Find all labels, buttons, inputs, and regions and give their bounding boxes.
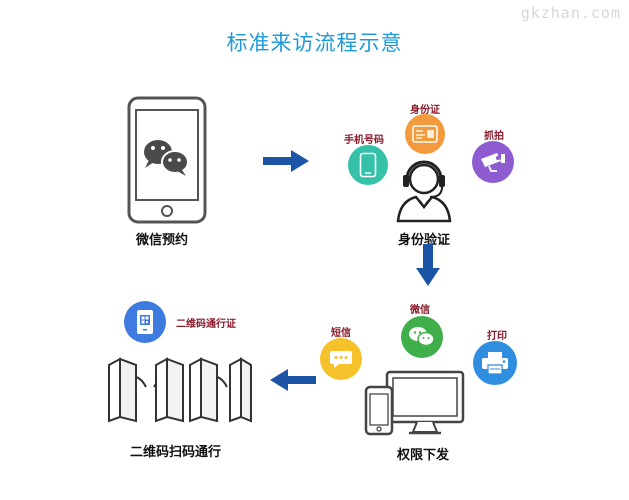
method-phone-number	[348, 145, 388, 185]
method-sms	[320, 338, 362, 380]
id-card-icon	[412, 125, 438, 143]
method-label-phone-number: 手机号码	[344, 135, 384, 146]
wechat-icon	[409, 327, 435, 347]
watermark: gkzhan.com	[520, 4, 621, 22]
turnstile-gates-icon	[106, 357, 252, 423]
identity-verification-label: 身份验证	[398, 233, 451, 248]
agent-headset-icon	[394, 155, 454, 223]
qr-credential	[124, 301, 166, 343]
phone-icon	[359, 152, 377, 178]
method-label-id-card: 身份证	[410, 105, 440, 116]
arrow-right-icon	[263, 150, 309, 172]
method-wechat	[401, 316, 443, 358]
page-title: 标准来访流程示意	[226, 31, 403, 55]
method-print	[473, 341, 517, 385]
sms-icon	[330, 351, 352, 368]
qr-code-icon	[137, 310, 153, 334]
camera-icon	[481, 153, 505, 172]
method-snapshot	[472, 141, 514, 183]
qr-pass-label: 二维码扫码通行	[130, 445, 222, 460]
qr-credential-label: 二维码通行证	[176, 319, 236, 330]
method-id-card	[405, 114, 445, 154]
method-label-print: 打印	[487, 331, 507, 342]
arrow-left-icon	[270, 369, 316, 391]
method-label-wechat: 微信	[410, 305, 430, 316]
method-label-snapshot: 抓拍	[484, 131, 504, 142]
smartphone-icon	[127, 96, 207, 224]
arrow-down-icon	[416, 244, 440, 286]
method-label-sms: 短信	[331, 328, 351, 339]
printer-icon	[482, 352, 508, 375]
wechat-booking-label: 微信预约	[136, 233, 189, 248]
wechat-booking-phone	[127, 96, 207, 224]
permission-issue-label: 权限下发	[397, 448, 450, 463]
devices-icon	[364, 369, 468, 437]
